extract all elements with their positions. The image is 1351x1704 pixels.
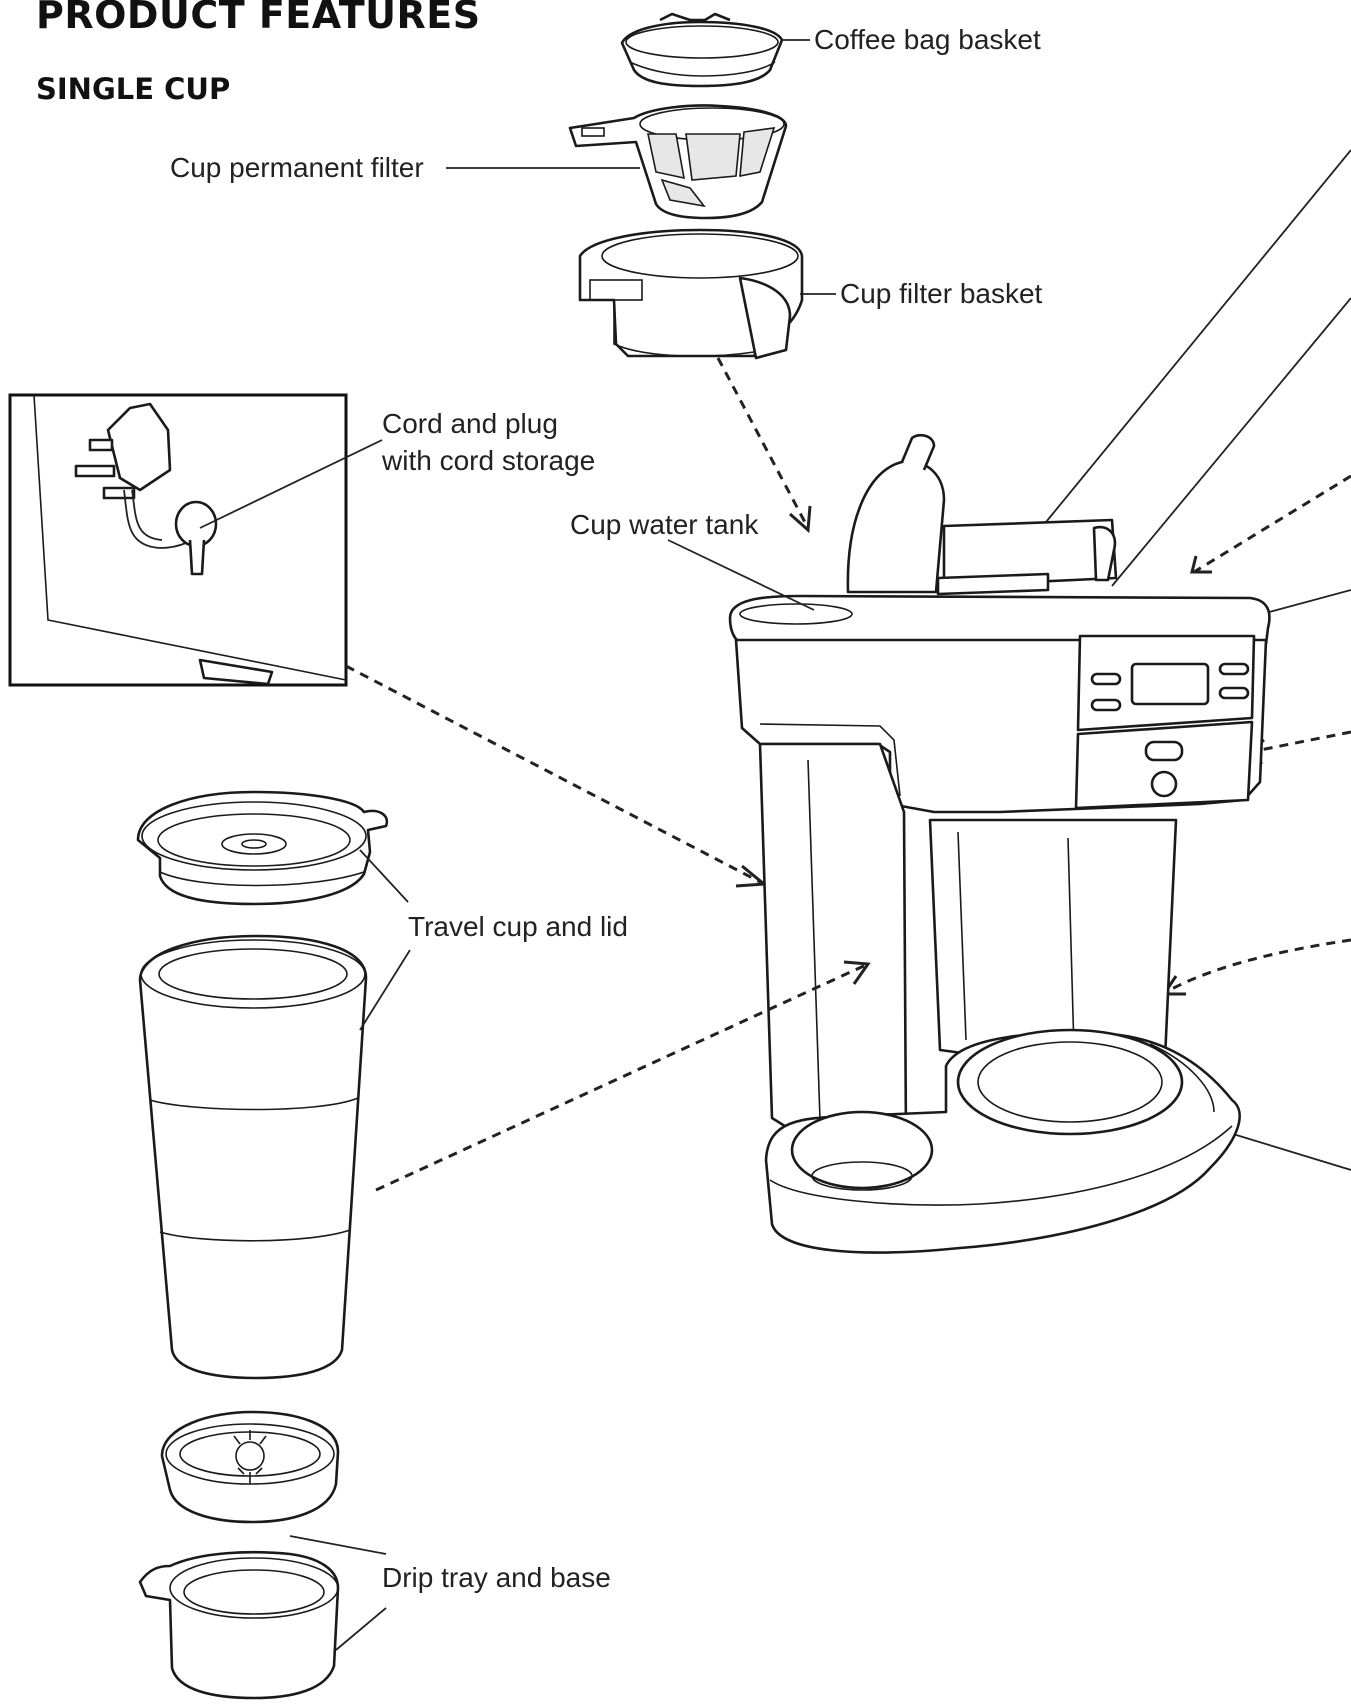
travel-cup-illustration	[138, 934, 368, 1380]
cup-permanent-filter-illustration	[568, 104, 788, 220]
label-cup-filter-basket: Cup filter basket	[840, 278, 1043, 309]
travel-cup-pointer-arrow	[375, 962, 869, 1192]
cord-storage-leader	[199, 439, 383, 529]
travel-cup-lid-leader	[359, 849, 409, 903]
travel-cup-leader	[359, 949, 411, 1031]
label-cord-and-plug-line2: with cord storage	[381, 445, 595, 476]
section-title: SINGLE CUP	[36, 72, 230, 106]
coffee-maker-illustration	[728, 149, 1351, 1254]
cord-storage-pointer-arrow	[345, 664, 765, 886]
travel-cup-arrowhead	[843, 960, 871, 985]
filter-basket-arrowhead	[789, 505, 812, 534]
label-travel-cup-and-lid: Travel cup and lid	[408, 911, 628, 942]
label-cup-permanent-filter: Cup permanent filter	[170, 152, 424, 183]
base-leader	[335, 1607, 387, 1651]
label-coffee-bag-basket: Coffee bag basket	[814, 24, 1041, 55]
cup-water-tank-leader	[667, 539, 815, 611]
label-cup-water-tank: Cup water tank	[570, 509, 759, 540]
cup-filter-basket-illustration	[578, 228, 804, 360]
drip-tray-illustration	[160, 1410, 340, 1524]
cord-storage-inset	[8, 393, 348, 687]
label-cord-and-plug-line1: Cord and plug	[382, 408, 558, 439]
filter-basket-insert-arrow	[716, 357, 810, 529]
drip-tray-leader	[289, 1535, 387, 1555]
label-drip-tray-and-base: Drip tray and base	[382, 1562, 611, 1593]
coffee-bag-basket-illustration	[620, 12, 784, 88]
base-cup-illustration	[138, 1550, 340, 1700]
travel-cup-lid-illustration	[136, 790, 389, 906]
page-title: PRODUCT FEATURES	[36, 0, 481, 37]
